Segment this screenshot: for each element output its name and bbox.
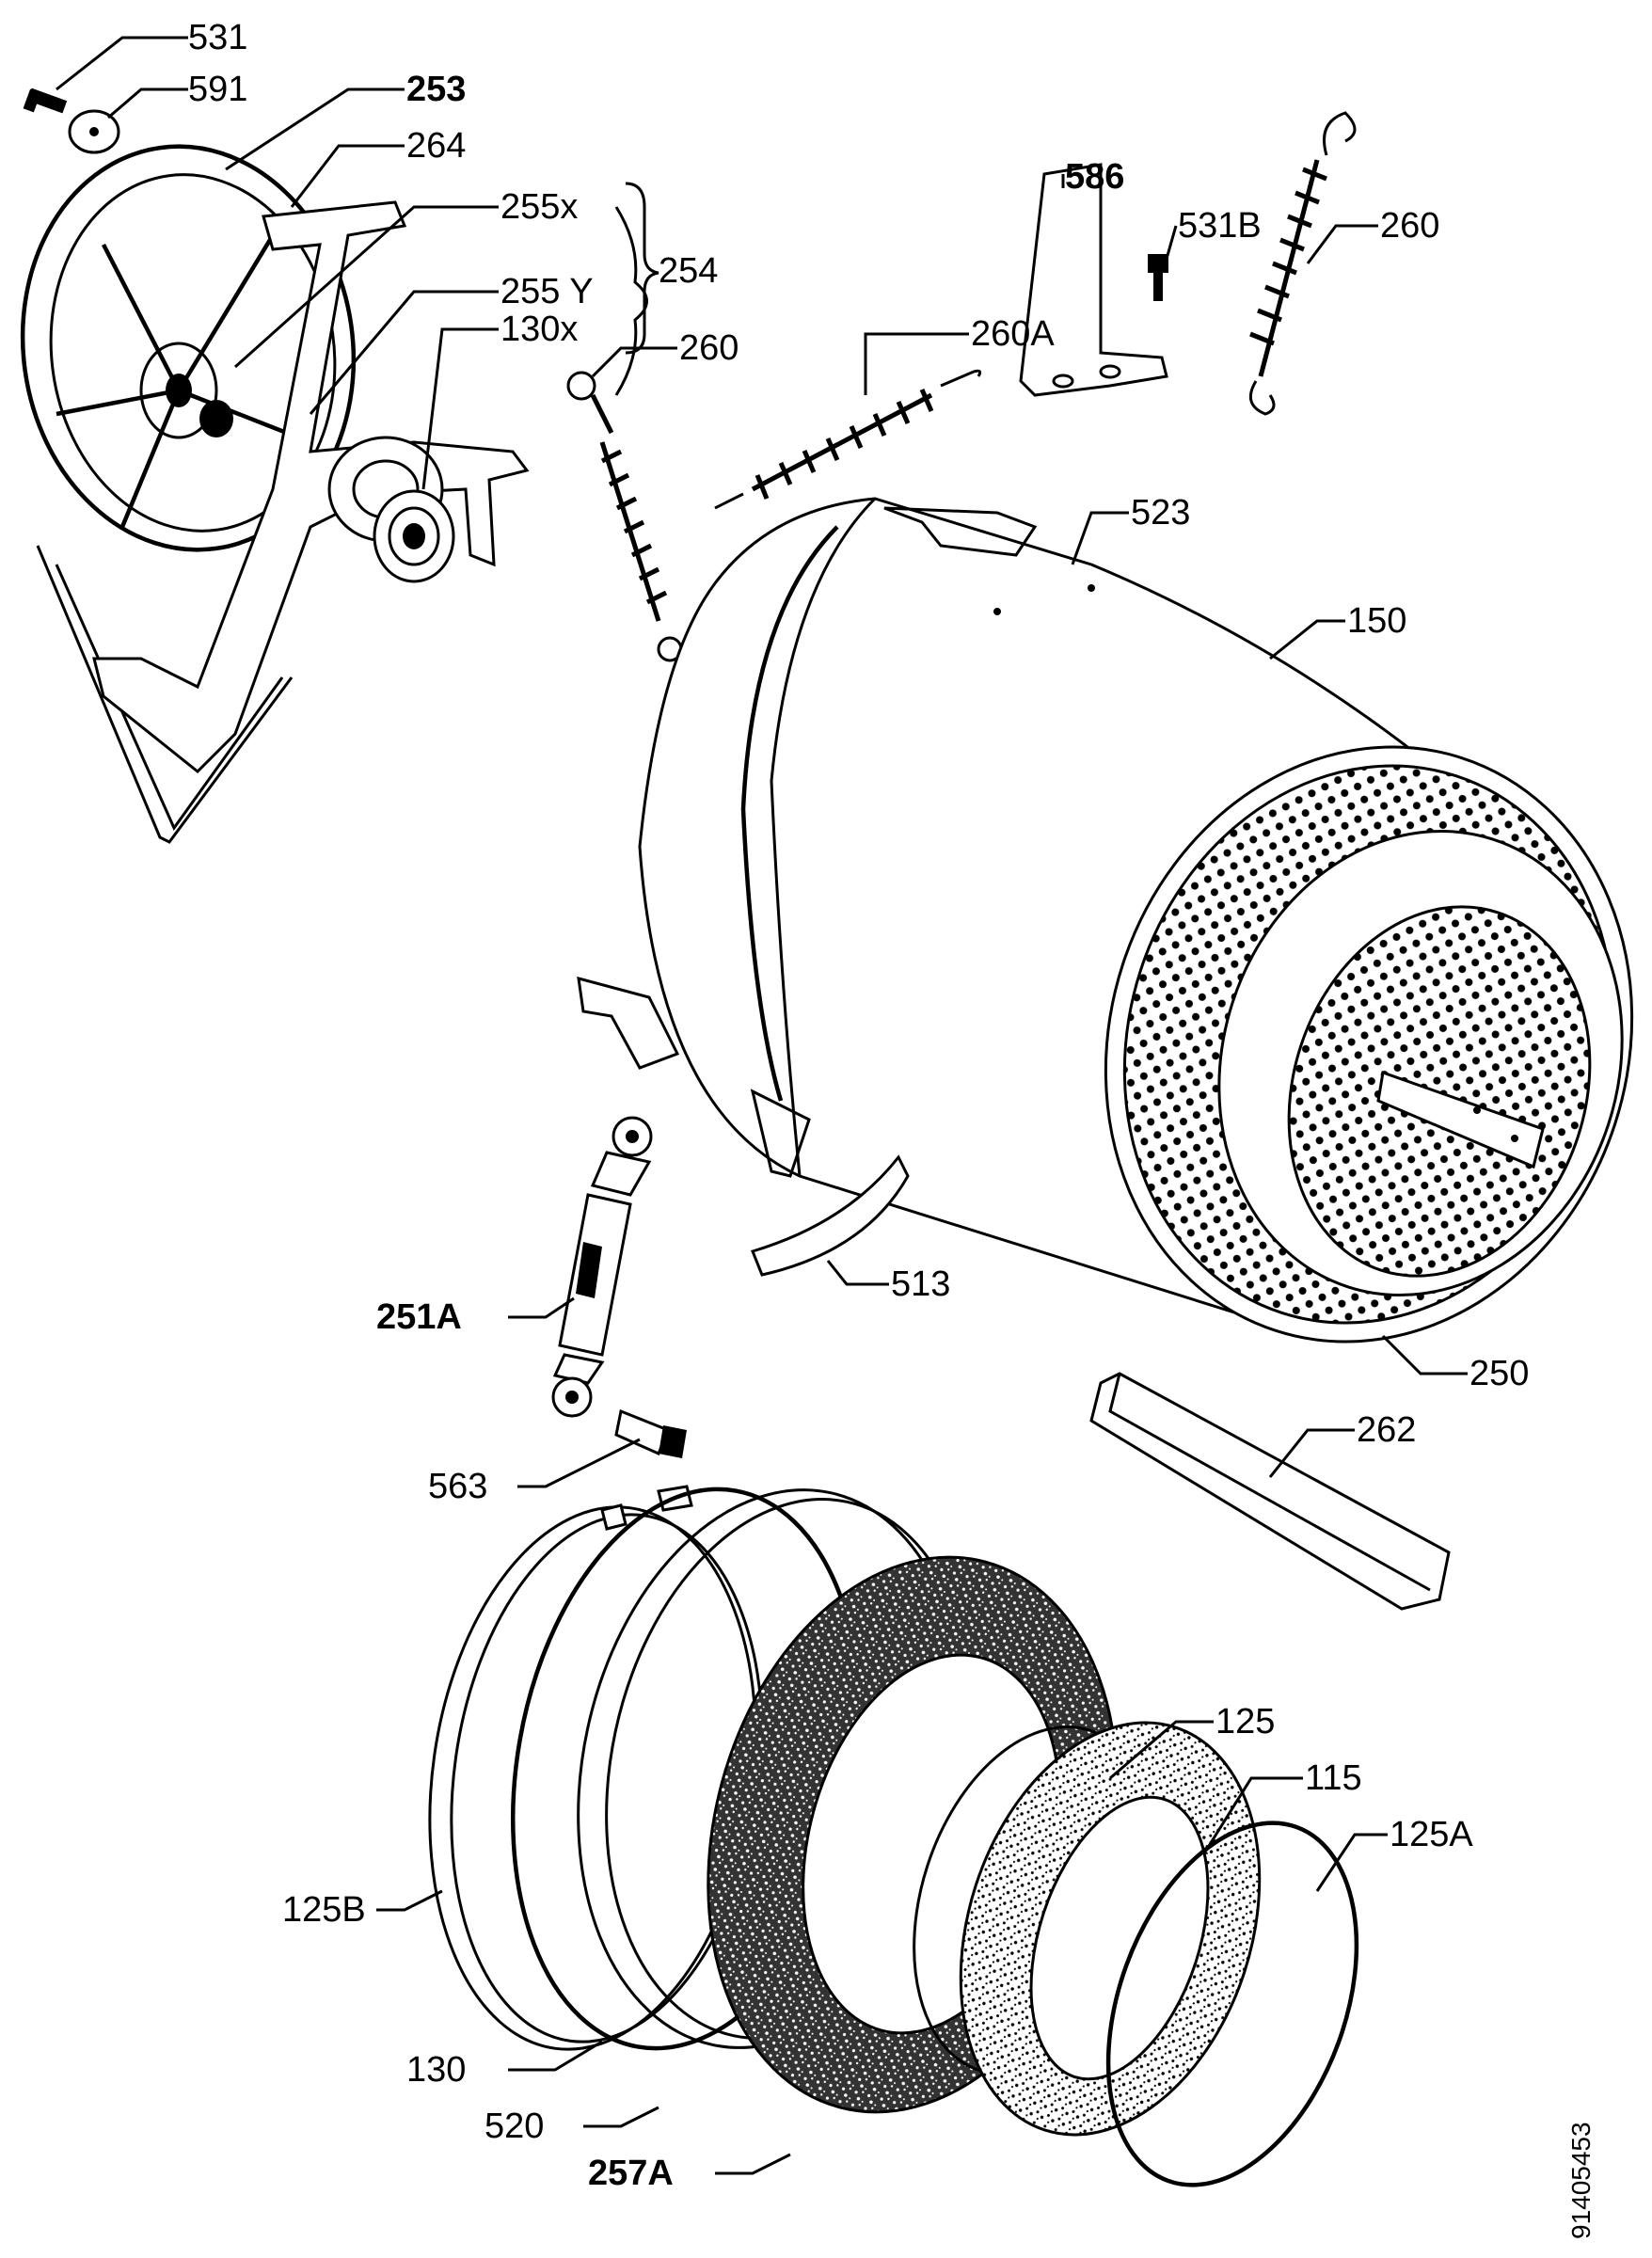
- callout-253: 253: [406, 70, 466, 109]
- callout-255y: 255 Y: [500, 272, 594, 311]
- callout-513: 513: [891, 1264, 950, 1304]
- callout-260-right: 260: [1380, 206, 1439, 246]
- callout-563: 563: [428, 1467, 487, 1506]
- spring-260A: [714, 369, 982, 510]
- bolt-563: [614, 1408, 687, 1458]
- screw-531B: [1148, 254, 1168, 301]
- callout-251A: 251A: [376, 1297, 462, 1337]
- group-brace-254: [625, 182, 659, 355]
- callout-125B: 125B: [282, 1890, 366, 1930]
- callout-labels: 531 591 253 264 255x 255 Y 254 130x 260 …: [188, 18, 1529, 2193]
- counterweight-262: [1089, 1372, 1451, 1611]
- callout-125A: 125A: [1390, 1815, 1473, 1854]
- callout-260A: 260A: [971, 314, 1055, 354]
- pulley-wheel: [20, 144, 357, 844]
- spring-260-right: [1248, 111, 1357, 416]
- callout-591: 591: [188, 70, 247, 109]
- callout-257A: 257A: [588, 2154, 674, 2193]
- drum-spider-arm: [92, 200, 530, 774]
- callout-115: 115: [1305, 1758, 1362, 1798]
- washer-591: [68, 109, 120, 154]
- drum-250: [1104, 745, 1634, 1344]
- callout-130: 130: [406, 2050, 466, 2090]
- callout-531B: 531B: [1178, 206, 1262, 246]
- bolt-531: [23, 87, 68, 114]
- callout-531: 531: [188, 18, 247, 57]
- callout-520: 520: [484, 2107, 544, 2146]
- callout-586: 586: [1065, 157, 1124, 197]
- callout-125: 125: [1215, 1702, 1275, 1741]
- callout-264: 264: [406, 126, 466, 166]
- bracket-586: [1019, 163, 1168, 397]
- drawing-number: 91405453: [1566, 2122, 1596, 2239]
- callout-260-left: 260: [679, 328, 739, 368]
- callout-523: 523: [1131, 493, 1190, 533]
- leader-lines: [56, 36, 1468, 2175]
- seal-ring-115: [959, 1721, 1262, 2137]
- callout-254: 254: [659, 251, 718, 291]
- weight-513: [750, 1154, 910, 1277]
- wire-ring-125A: [1105, 1821, 1359, 2187]
- bearing-130x: [373, 489, 455, 583]
- callout-150: 150: [1347, 601, 1406, 641]
- callout-262: 262: [1357, 1410, 1416, 1450]
- spring-260-left: [566, 371, 683, 662]
- shock-absorber-251A: [551, 1116, 653, 1418]
- callout-250: 250: [1469, 1354, 1529, 1393]
- callout-255x: 255x: [500, 187, 578, 227]
- callout-130x: 130x: [500, 310, 578, 349]
